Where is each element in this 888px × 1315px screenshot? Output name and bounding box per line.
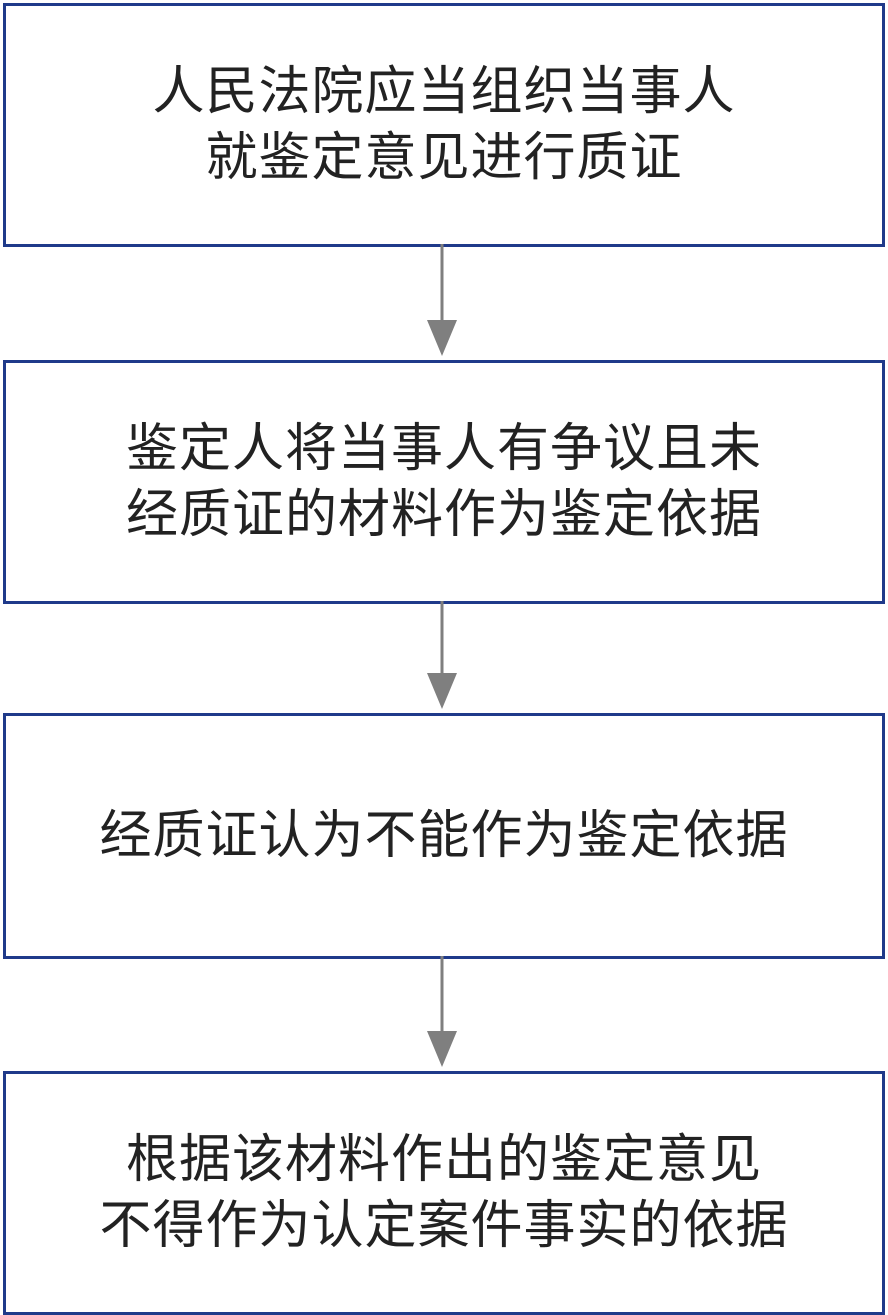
flow-step-4-line-1: 根据该材料作出的鉴定意见	[125, 1130, 762, 1190]
flow-step-4: 根据该材料作出的鉴定意见 不得作为认定案件事实的依据	[3, 1071, 885, 1315]
arrow-down-3	[427, 956, 457, 1067]
flow-step-2: 鉴定人将当事人有争议且未 经质证的材料作为鉴定依据	[3, 360, 885, 604]
flow-step-1-line-1: 人民法院应当组织当事人	[152, 62, 736, 122]
flow-step-3-text: 经质证认为不能作为鉴定依据	[99, 803, 788, 869]
flow-step-3-line-1: 经质证认为不能作为鉴定依据	[99, 806, 789, 866]
arrow-down-1	[427, 244, 457, 356]
flow-step-2-line-1: 鉴定人将当事人有争议且未	[125, 419, 762, 479]
flow-step-3: 经质证认为不能作为鉴定依据	[3, 713, 885, 959]
flow-step-4-text: 根据该材料作出的鉴定意见 不得作为认定案件事实的依据	[99, 1127, 788, 1259]
arrow-down-2	[427, 601, 457, 709]
flow-step-1: 人民法院应当组织当事人 就鉴定意见进行质证	[3, 3, 885, 247]
flow-step-4-line-2: 不得作为认定案件事实的依据	[99, 1196, 789, 1256]
flow-step-1-text: 人民法院应当组织当事人 就鉴定意见进行质证	[152, 59, 735, 191]
flow-step-1-line-2: 就鉴定意见进行质证	[205, 128, 683, 188]
flow-step-2-line-2: 经质证的材料作为鉴定依据	[125, 485, 762, 545]
flow-step-2-text: 鉴定人将当事人有争议且未 经质证的材料作为鉴定依据	[126, 416, 762, 548]
